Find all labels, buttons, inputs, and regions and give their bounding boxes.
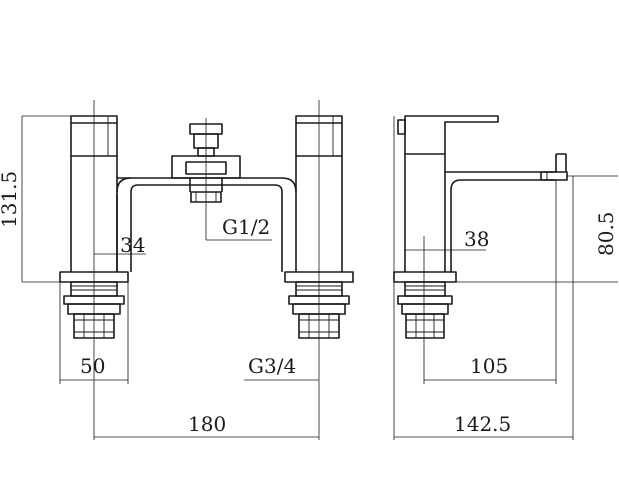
bridge (116, 177, 297, 272)
right-pillar (295, 156, 343, 272)
dim-spout-height: 80.5 (456, 175, 618, 283)
label-spout-height: 80.5 (594, 211, 618, 256)
label-centres: 180 (188, 412, 226, 436)
label-body-depth: 38 (464, 227, 489, 251)
dim-base-width: 50 (59, 282, 129, 384)
dim-centres: 180 (94, 412, 319, 438)
dim-spout-reach: 105 (424, 180, 557, 384)
label-handle-width: 34 (120, 233, 145, 257)
label-diverter-thread: G1/2 (222, 215, 270, 239)
label-inlet-thread: G3/4 (248, 354, 296, 378)
label-base-width: 50 (80, 354, 105, 378)
dim-overall-depth: 142.5 (393, 116, 574, 440)
front-centre-lines (93, 100, 320, 440)
side-fixing (393, 271, 457, 339)
side-body (404, 153, 567, 272)
dim-inlet-thread: G3/4 (244, 354, 319, 381)
spout-outlet (540, 171, 568, 181)
front-view: 131.5 34 G1/2 50 G3/4 180 (0, 100, 354, 440)
lever-handle (397, 115, 499, 155)
label-height-total: 131.5 (0, 171, 21, 228)
label-overall-depth: 142.5 (454, 412, 511, 436)
side-view: 38 80.5 105 142.5 (393, 115, 618, 440)
dim-body-depth: 38 (405, 227, 489, 251)
dim-height-total: 131.5 (0, 115, 112, 283)
dim-handle-width: 34 (94, 233, 146, 257)
dim-diverter-thread: G1/2 (206, 215, 272, 241)
label-spout-reach: 105 (470, 354, 508, 378)
